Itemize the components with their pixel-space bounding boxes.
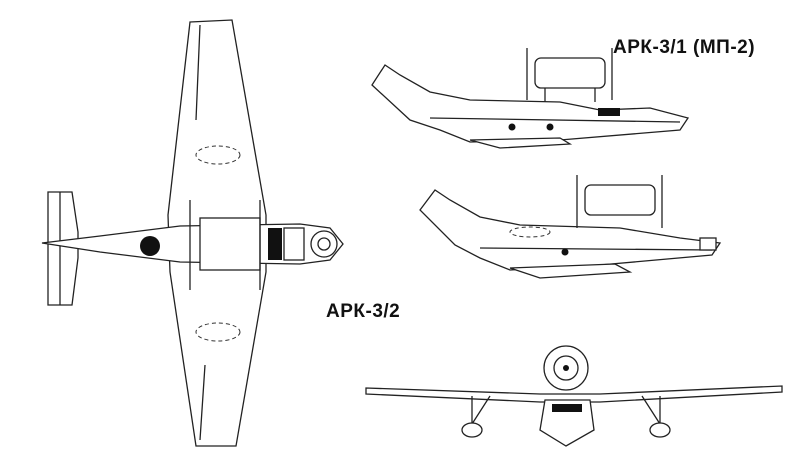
plan-cabin (283, 227, 305, 261)
float-1 (469, 137, 573, 149)
plan-nose-turret (310, 230, 338, 258)
front-wing (365, 385, 783, 403)
side-view-ark-3-2 (419, 175, 722, 279)
hull-2-marking (509, 226, 551, 238)
hull-1-chine (429, 117, 681, 123)
plan-wing-marking-bottom (195, 322, 241, 342)
hull-2-chine (479, 247, 713, 251)
porthole-1a (508, 123, 516, 131)
plan-fuselage (41, 223, 344, 265)
front-engine-cowl (553, 355, 579, 381)
plan-view (41, 19, 344, 447)
label-ark-3-1: АРК-3/1 (МП-2) (613, 37, 756, 58)
plan-wing-marking-top (195, 145, 241, 165)
front-view (365, 345, 783, 447)
float-2 (509, 263, 633, 279)
porthole-2 (561, 248, 569, 256)
right-float (649, 422, 671, 438)
hull-1 (371, 64, 690, 143)
side-view-ark-3-1 (371, 48, 690, 149)
plan-aileron-lines (195, 24, 206, 441)
plan-propeller-lines (189, 200, 261, 290)
propellers-1 (526, 48, 613, 100)
front-propeller-hub (563, 365, 569, 371)
plan-engine-mount (199, 217, 261, 271)
hull-2 (419, 189, 722, 271)
engine-nacelle-1 (534, 57, 606, 89)
front-cockpit (552, 404, 582, 412)
engine-nacelle-2 (584, 184, 656, 216)
nose-turret-2 (699, 237, 717, 251)
plan-tail (47, 191, 79, 306)
engine-struts-1 (544, 88, 596, 102)
porthole-1b (546, 123, 554, 131)
plan-nose-turret-ring (317, 237, 331, 251)
propellers-2 (576, 175, 663, 228)
float-struts (471, 395, 661, 425)
plan-cockpit (268, 228, 282, 260)
left-float (461, 422, 483, 438)
plan-roundel (140, 236, 160, 256)
label-ark-3-2: АРК-3/2 (326, 301, 401, 322)
cockpit-1 (598, 108, 620, 116)
